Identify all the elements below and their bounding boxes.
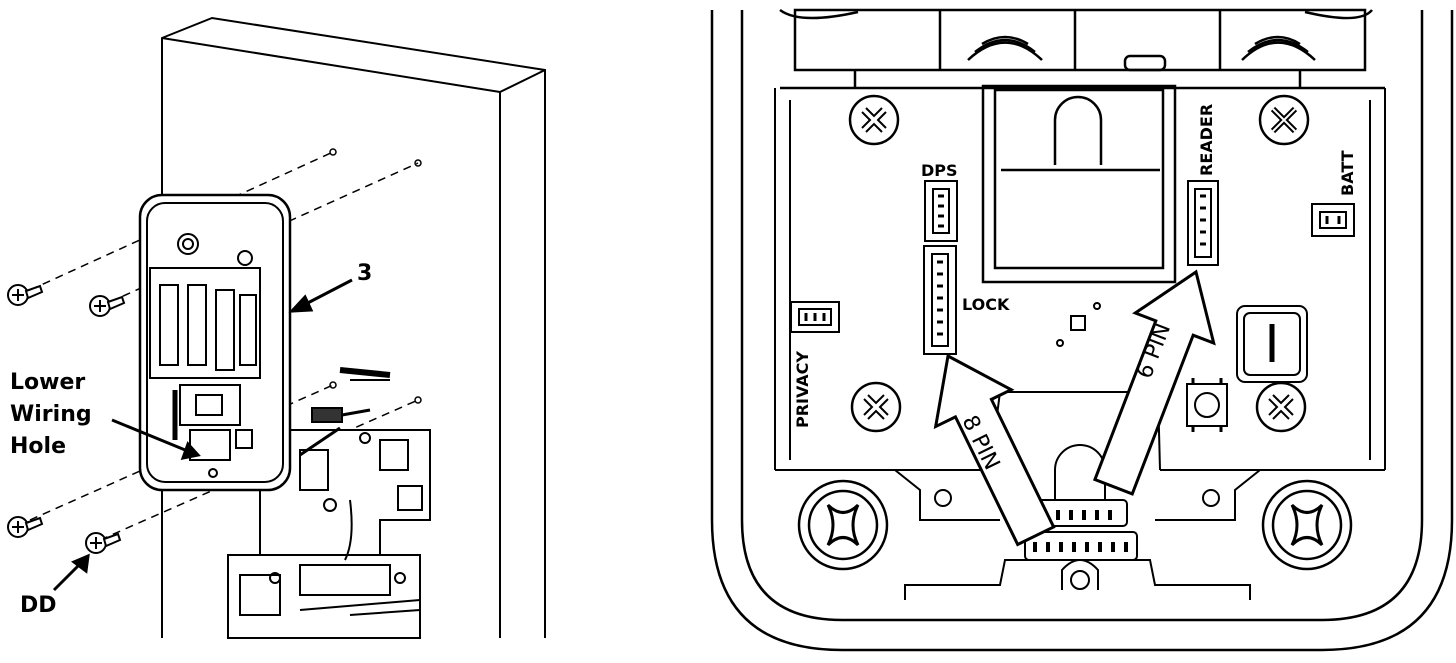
interior-escutcheon xyxy=(138,193,292,492)
inner-frame xyxy=(774,88,1386,471)
lower-left-screw xyxy=(850,381,902,433)
dps-connector xyxy=(924,180,958,242)
callout-lower-line-2: Wiring xyxy=(10,402,92,427)
right-panel xyxy=(710,8,1454,652)
screw-dd xyxy=(85,532,122,554)
callout-arrows xyxy=(52,278,353,592)
mounting-plate xyxy=(227,367,431,639)
housing-outline xyxy=(710,10,1454,652)
label-reader: READER xyxy=(1197,104,1216,176)
batt-connector xyxy=(1311,203,1355,237)
reader-connector xyxy=(1187,180,1219,266)
lock-connector xyxy=(923,245,957,355)
keyhole-pocket xyxy=(981,84,1177,284)
label-batt: BATT xyxy=(1338,150,1357,196)
privacy-connector xyxy=(790,301,840,333)
screw-2 xyxy=(89,295,126,317)
upper-left-screw xyxy=(848,94,900,146)
screw-3 xyxy=(7,516,44,538)
label-lock: LOCK xyxy=(962,295,1010,314)
battery-bay xyxy=(779,8,1385,90)
callout-lower-line-3: Hole xyxy=(10,434,66,459)
door-holes xyxy=(329,148,422,404)
left-panel xyxy=(7,16,546,639)
label-dps: DPS xyxy=(921,161,958,180)
large-left-screw xyxy=(797,479,889,571)
lower-right-screw xyxy=(1255,381,1307,433)
label-privacy: PRIVACY xyxy=(793,351,812,428)
wiring-harness xyxy=(299,407,371,561)
screw-1 xyxy=(7,284,44,306)
callout-part-3: 3 xyxy=(357,261,372,286)
callout-screw-dd: DD xyxy=(20,593,57,618)
board-components xyxy=(1056,302,1308,432)
upper-right-screw xyxy=(1258,94,1310,146)
callout-lower-line-1: Lower xyxy=(10,370,85,395)
bottom-header-8pin xyxy=(1024,531,1138,561)
large-right-screw xyxy=(1261,479,1353,571)
arrow-8-pin xyxy=(933,353,1056,547)
arrow-6-pin xyxy=(1092,269,1216,496)
